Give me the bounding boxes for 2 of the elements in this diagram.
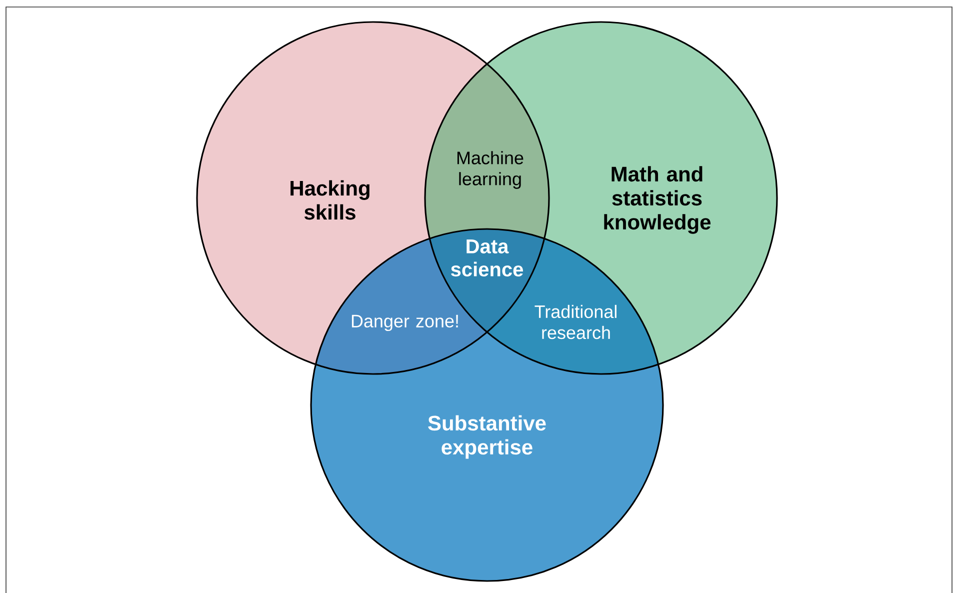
region-label: Machine learning	[457, 151, 524, 189]
region-label: Data science	[451, 240, 524, 276]
